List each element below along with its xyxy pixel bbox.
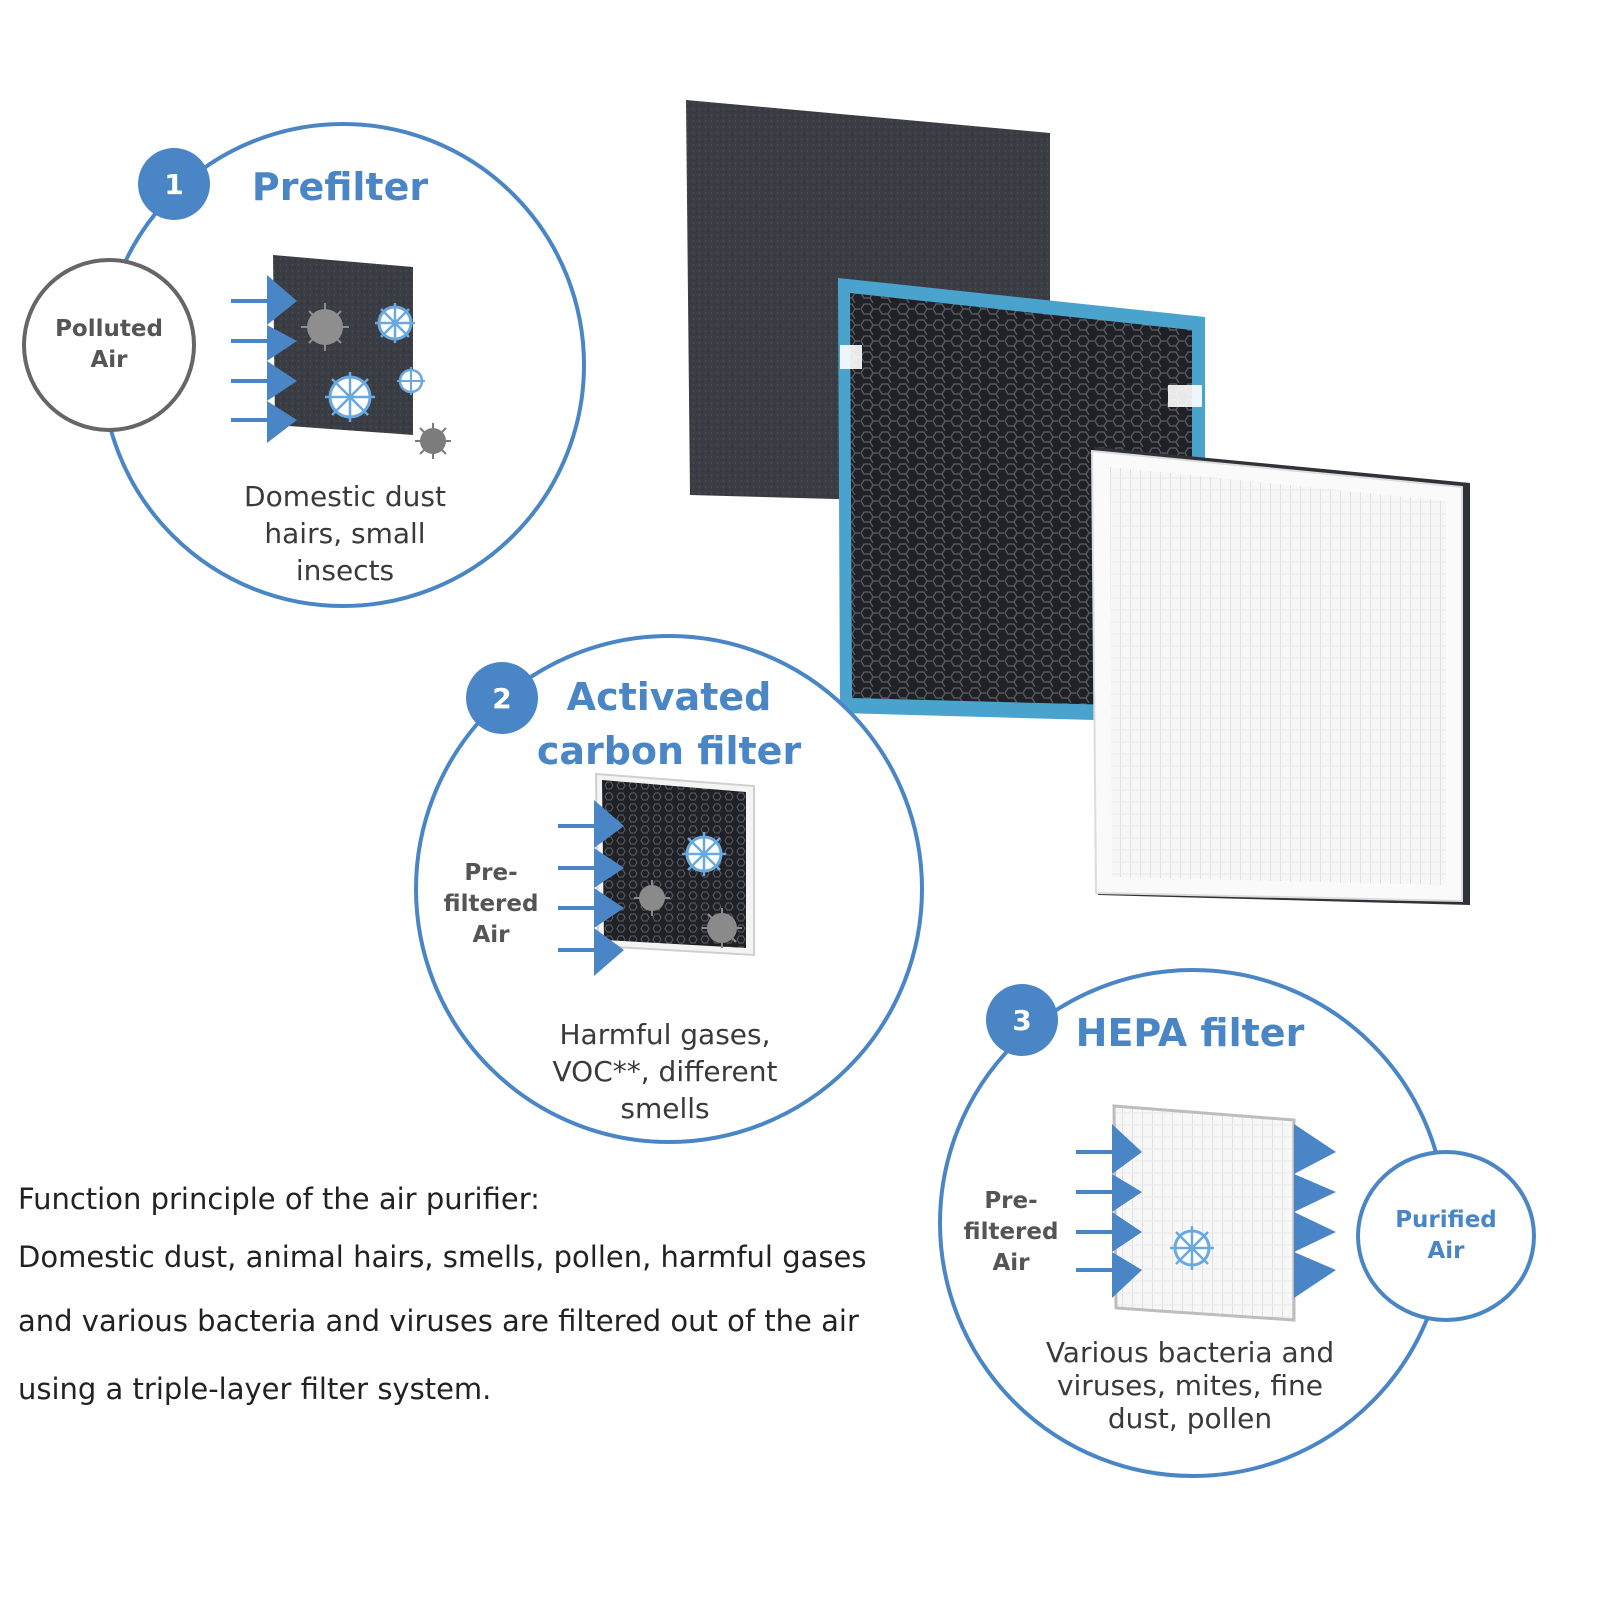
filter-stack-image bbox=[686, 100, 1470, 905]
prefilter-diagram bbox=[231, 255, 451, 459]
dust-particle-icon bbox=[301, 303, 349, 351]
principle-line: Domestic dust, animal hairs, smells, pol… bbox=[18, 1240, 867, 1274]
input-air-line: Air bbox=[472, 922, 510, 948]
prefilter-title: Prefilter bbox=[220, 160, 460, 214]
principle-line: using a triple-layer filter system. bbox=[18, 1372, 492, 1406]
carbon-filter-title-line: carbon filter bbox=[536, 729, 802, 773]
description-line: Harmful gases, bbox=[559, 1018, 771, 1051]
airflow-arrows bbox=[1076, 1124, 1336, 1298]
carbon-filter-description: Harmful gases, VOC**, different smells bbox=[520, 1016, 810, 1127]
step-2-badge: 2 bbox=[466, 662, 538, 734]
purified-air-label: Purified bbox=[1395, 1207, 1497, 1233]
input-air-line: Pre- bbox=[984, 1188, 1038, 1214]
virus-particle-icon bbox=[375, 303, 415, 343]
input-air-line: Air bbox=[992, 1250, 1030, 1276]
polluted-air-label: Air bbox=[90, 347, 128, 373]
airflow-arrows bbox=[558, 800, 624, 976]
dust-particle-icon bbox=[415, 423, 451, 459]
step-3-number: 3 bbox=[1012, 1003, 1032, 1037]
virus-particle-icon bbox=[682, 832, 726, 876]
description-line: Domestic dust bbox=[244, 480, 446, 513]
hepa-input-air-label: Pre- filtered Air bbox=[956, 1186, 1066, 1279]
hepa-filter-diagram bbox=[1076, 1104, 1336, 1322]
hepa-filter-description: Various bacteria and viruses, mites, fin… bbox=[1030, 1336, 1350, 1435]
input-air-line: Pre- bbox=[464, 860, 518, 886]
description-line: Various bacteria and bbox=[1045, 1336, 1335, 1369]
carbon-filter-title: Activated carbon filter bbox=[524, 670, 814, 778]
purified-air-circle: Purified Air bbox=[1356, 1150, 1536, 1322]
virus-particle-icon bbox=[1170, 1226, 1214, 1270]
description-line: VOC**, different bbox=[552, 1055, 778, 1088]
hepa-filter-title-line: HEPA filter bbox=[1075, 1011, 1305, 1055]
dust-particle-icon bbox=[634, 880, 670, 916]
virus-particle-icon bbox=[397, 367, 425, 395]
carbon-input-air-label: Pre- filtered Air bbox=[436, 858, 546, 951]
description-line: insects bbox=[295, 554, 395, 587]
input-air-line: filtered bbox=[443, 891, 539, 917]
airflow-arrows bbox=[231, 275, 297, 443]
step-1-badge: 1 bbox=[138, 148, 210, 220]
carbon-filter-title-line: Activated bbox=[566, 675, 772, 719]
description-line: smells bbox=[620, 1092, 710, 1125]
description-line: viruses, mites, fine bbox=[1056, 1369, 1324, 1402]
purified-air-label: Air bbox=[1427, 1238, 1465, 1264]
polluted-air-label: Polluted bbox=[55, 316, 163, 342]
step-1-number: 1 bbox=[164, 167, 184, 201]
step-2-number: 2 bbox=[492, 681, 512, 715]
dust-particle-icon bbox=[702, 908, 742, 948]
input-air-line: filtered bbox=[963, 1219, 1059, 1245]
hepa-filter-title: HEPA filter bbox=[1060, 1006, 1320, 1060]
description-line: dust, pollen bbox=[1107, 1402, 1273, 1435]
step-3-badge: 3 bbox=[986, 984, 1058, 1056]
description-line: hairs, small bbox=[264, 517, 426, 550]
principle-line: and various bacteria and viruses are fil… bbox=[18, 1304, 859, 1338]
prefilter-description: Domestic dust hairs, small insects bbox=[200, 478, 490, 589]
virus-particle-icon bbox=[325, 372, 375, 422]
prefilter-title-line: Prefilter bbox=[251, 165, 429, 209]
hepa-filter-panel bbox=[1090, 447, 1470, 905]
principle-line: Function principle of the air purifier: bbox=[18, 1182, 540, 1216]
polluted-air-circle: Polluted Air bbox=[22, 258, 196, 432]
carbon-filter-diagram bbox=[558, 772, 755, 976]
